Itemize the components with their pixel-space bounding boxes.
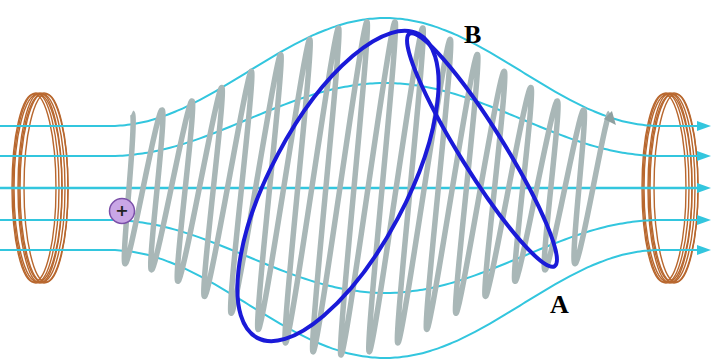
field-arrowhead	[697, 215, 711, 225]
helix-arrowhead	[604, 111, 616, 125]
charge-circle: +	[108, 197, 136, 225]
charge-sign: +	[115, 203, 128, 219]
orbit-loop	[197, 2, 573, 360]
field-arrowhead	[697, 121, 711, 131]
helix-path	[124, 22, 616, 355]
helix-line	[124, 22, 610, 355]
field-arrowhead	[697, 151, 711, 161]
field-lines	[0, 18, 711, 358]
field-arrowhead	[697, 245, 711, 255]
point-label: B	[464, 22, 481, 48]
point-label: A	[550, 292, 569, 318]
field-arrowhead	[697, 183, 711, 193]
charge-fill	[110, 199, 135, 224]
